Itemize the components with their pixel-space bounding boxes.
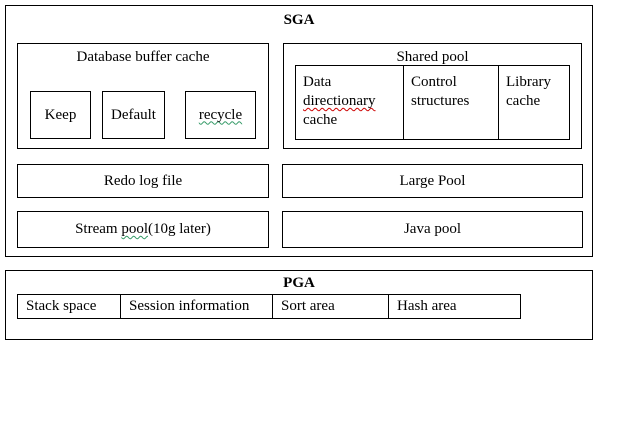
- control-structures-label: Control structures: [411, 74, 470, 109]
- shared-pool-box: Shared pool Data directionary cache Cont…: [283, 43, 582, 149]
- library-cache-cell: Library cache: [498, 65, 570, 140]
- hash-area-cell: Hash area: [388, 294, 521, 319]
- recycle-pool-box: recycle: [185, 91, 256, 139]
- library-cache-label: Library cache: [506, 74, 551, 109]
- pga-box: PGA Stack space Session information Sort…: [5, 270, 593, 340]
- data-dictionary-cache-label-before: Data: [303, 74, 332, 90]
- shared-pool-cells-row: Data directionary cache Control structur…: [295, 65, 570, 140]
- large-pool-box: Large Pool: [282, 164, 583, 198]
- pga-cells-row: Stack space Session information Sort are…: [17, 294, 521, 319]
- stream-pool-box: Stream pool(10g later): [17, 211, 269, 248]
- sort-area-cell: Sort area: [272, 294, 389, 319]
- sga-box: SGA Database buffer cache Keep Default r…: [5, 5, 593, 257]
- session-information-cell: Session information: [120, 294, 273, 319]
- stack-space-label: Stack space: [26, 298, 97, 314]
- session-information-label: Session information: [129, 298, 250, 314]
- keep-pool-box: Keep: [30, 91, 91, 139]
- java-pool-label: Java pool: [403, 221, 462, 237]
- recycle-pool-label: recycle: [198, 106, 243, 123]
- data-dictionary-cache-label-misspelled-word: directionary: [303, 93, 376, 109]
- sga-title: SGA: [283, 12, 315, 28]
- sort-area-label: Sort area: [281, 298, 335, 314]
- shared-pool-title: Shared pool: [396, 49, 469, 65]
- stack-space-cell: Stack space: [17, 294, 121, 319]
- keep-pool-label: Keep: [44, 106, 77, 123]
- database-buffer-cache-title: Database buffer cache: [76, 49, 210, 65]
- data-dictionary-cache-cell: Data directionary cache: [295, 65, 404, 140]
- stream-pool-label: Stream pool(10g later): [75, 221, 211, 238]
- redo-log-file-box: Redo log file: [17, 164, 269, 198]
- default-pool-label: Default: [111, 106, 156, 123]
- control-structures-cell: Control structures: [403, 65, 499, 140]
- stream-pool-label-before: Stream: [75, 221, 122, 237]
- data-dictionary-cache-label-after: cache: [303, 112, 338, 128]
- java-pool-box: Java pool: [282, 211, 583, 248]
- hash-area-label: Hash area: [397, 298, 457, 314]
- default-pool-box: Default: [102, 91, 165, 139]
- database-buffer-cache-box: Database buffer cache Keep Default recyc…: [17, 43, 269, 149]
- redo-log-file-label: Redo log file: [103, 172, 183, 189]
- pga-title: PGA: [283, 275, 315, 291]
- large-pool-label: Large Pool: [399, 172, 466, 189]
- stream-pool-label-flagged-word: pool: [121, 221, 149, 237]
- stream-pool-label-after: (10g later): [148, 221, 211, 237]
